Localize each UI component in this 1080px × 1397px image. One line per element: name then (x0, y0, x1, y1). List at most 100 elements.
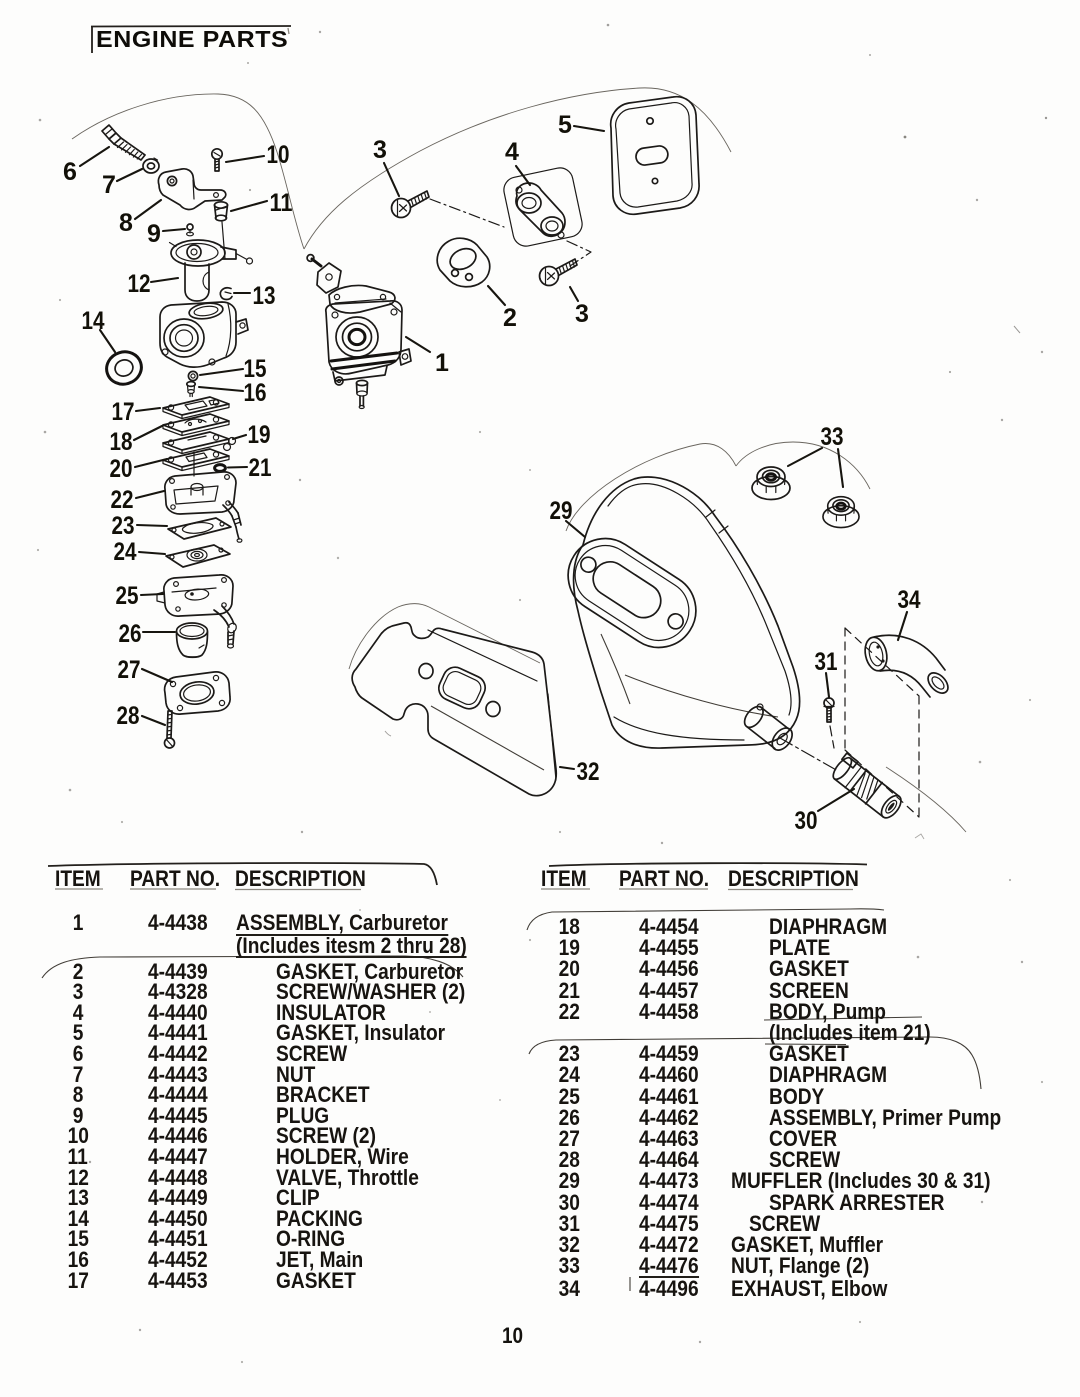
part-number: 4-4444 (148, 1082, 208, 1108)
item-number: 9 (72, 1102, 84, 1128)
part-number: 4-4446 (148, 1123, 208, 1149)
item-number: 10 (67, 1123, 89, 1149)
part-idle-screw-6 (101, 124, 146, 161)
part-description: SPARK ARRESTER (769, 1189, 945, 1215)
part-number: 4-4475 (639, 1210, 699, 1236)
part-description: BRACKET (276, 1082, 370, 1108)
item-number: 30 (558, 1189, 580, 1215)
part-screen-21 (213, 463, 227, 473)
item-number: 17 (67, 1267, 89, 1293)
part-gasket-2 (436, 237, 491, 288)
part-description-note: (Includes itesm 2 thru 28) (236, 932, 467, 959)
callout-32: 32 (577, 758, 600, 786)
parts-table-left: 1 4-4438 ASSEMBLY, Carburetor (Includes … (55, 910, 495, 1293)
callout-25: 25 (116, 582, 139, 610)
item-number: 1 (72, 910, 84, 935)
part-primer-cup-26 (175, 622, 209, 659)
callout-20: 20 (110, 455, 133, 483)
callout-13: 13 (253, 282, 276, 310)
left-header-item: ITEM (55, 866, 101, 891)
part-number: 4-4451 (148, 1226, 208, 1252)
assembly-centerlines (429, 198, 592, 267)
callout-33: 33 (821, 423, 844, 451)
part-diaphragm-24 (165, 544, 231, 568)
item-number: 15 (67, 1226, 89, 1252)
callout-26: 26 (119, 620, 142, 648)
part-gasket-17 (162, 396, 230, 420)
part-number: 4-4440 (148, 999, 208, 1025)
part-insulator-4 (503, 167, 583, 247)
item-number: 33 (558, 1253, 580, 1279)
part-nut-7 (142, 157, 160, 174)
callout-10: 10 (267, 141, 290, 169)
item-number: 26 (558, 1104, 580, 1130)
callout-21: 21 (249, 454, 272, 482)
part-number: 4-4448 (148, 1164, 208, 1190)
page-number: 10 (502, 1323, 524, 1348)
part-number: 4-4447 (148, 1144, 208, 1170)
part-packing-14 (105, 350, 143, 386)
part-muffler-29 (567, 476, 801, 751)
part-number: 4-4438 (148, 910, 208, 935)
part-description: NUT (276, 1061, 316, 1087)
callout-3a: 3 (373, 136, 387, 164)
item-number: 32 (558, 1232, 580, 1258)
part-number: 4-4455 (639, 935, 699, 961)
part-number: 4-4474 (639, 1189, 699, 1215)
part-description: BODY (769, 1083, 825, 1109)
item-number: 5 (72, 1020, 84, 1046)
item-number: 20 (558, 956, 580, 982)
item-number: 8 (72, 1082, 84, 1108)
leader-lines (78, 124, 909, 813)
callout-5: 5 (558, 111, 572, 139)
part-screw-10 (210, 147, 224, 172)
part-number: 4-4453 (148, 1267, 208, 1293)
part-gasket-23 (167, 517, 232, 540)
part-primer-body-25 (156, 574, 237, 649)
part-number: 4-4457 (639, 977, 699, 1003)
item-number: 23 (558, 1041, 580, 1067)
part-description: BODY, Pump (769, 998, 886, 1024)
part-number: 4-4439 (148, 958, 208, 984)
item-number: 27 (558, 1126, 580, 1152)
part-description: ASSEMBLY, Carburetor (236, 910, 449, 936)
part-number: 4-4461 (639, 1083, 699, 1109)
part-number: 4-4328 (148, 979, 208, 1005)
swoosh-curves (71, 87, 967, 833)
part-main-jet-16 (185, 380, 197, 398)
callout-4: 4 (505, 138, 519, 166)
item-number: 4 (72, 999, 84, 1025)
part-number: 4-4460 (639, 1062, 699, 1088)
part-number: 4-4442 (148, 1041, 208, 1067)
item-number: 22 (558, 998, 580, 1024)
callout-24: 24 (114, 538, 137, 566)
scan-speckles (36, 23, 1048, 1364)
item-number: 28 (558, 1147, 580, 1173)
part-number: 4-4454 (639, 914, 699, 939)
part-number: 4-4462 (639, 1104, 699, 1130)
part-description: GASKET, Muffler (731, 1232, 884, 1258)
part-description: INSULATOR (276, 999, 386, 1025)
item-number: 12 (67, 1164, 89, 1190)
item-number: 34 (558, 1276, 580, 1302)
item-number: 13 (67, 1185, 89, 1211)
part-muffler-gasket-32 (351, 621, 558, 797)
part-number: 4-4458 (639, 998, 699, 1024)
part-description: CLIP (276, 1185, 320, 1211)
part-description-note: (Includes item 21) (769, 1020, 931, 1046)
